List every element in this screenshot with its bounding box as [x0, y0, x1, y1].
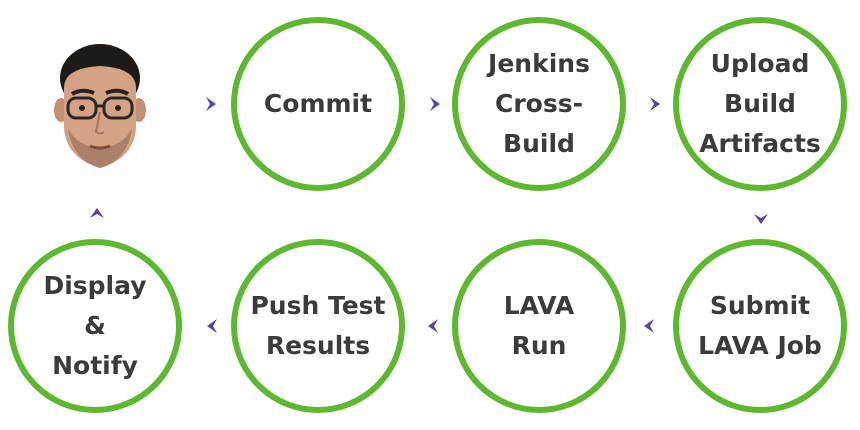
step-label: LAVA Run: [503, 291, 575, 360]
chevron-down-icon: [754, 214, 768, 224]
step-label: Upload Build Artifacts: [699, 49, 821, 158]
chevron-left-icon: [644, 319, 654, 333]
chevron-up-icon: [90, 208, 104, 218]
step-label: Submit LAVA Job: [698, 291, 822, 360]
chevron-right-icon: [206, 97, 216, 111]
chevron-right-icon: [430, 97, 440, 111]
step-jenkins-cross-build: Jenkins Cross- Build: [452, 17, 626, 191]
chevron-left-icon: [207, 319, 217, 333]
developer-avatar-icon: [54, 44, 146, 168]
chevron-left-icon: [428, 319, 438, 333]
step-label: Push Test Results: [250, 291, 386, 360]
step-label: Jenkins Cross- Build: [488, 49, 590, 158]
step-push-test-results: Push Test Results: [231, 239, 405, 413]
chevron-right-icon: [650, 97, 660, 111]
step-label: Display & Notify: [43, 271, 147, 380]
step-upload-build-artifacts: Upload Build Artifacts: [673, 17, 847, 191]
step-commit: Commit: [231, 17, 405, 191]
step-label: Commit: [263, 89, 373, 118]
step-submit-lava-job: Submit LAVA Job: [673, 239, 847, 413]
step-lava-run: LAVA Run: [452, 239, 626, 413]
step-display-notify: Display & Notify: [8, 239, 182, 413]
